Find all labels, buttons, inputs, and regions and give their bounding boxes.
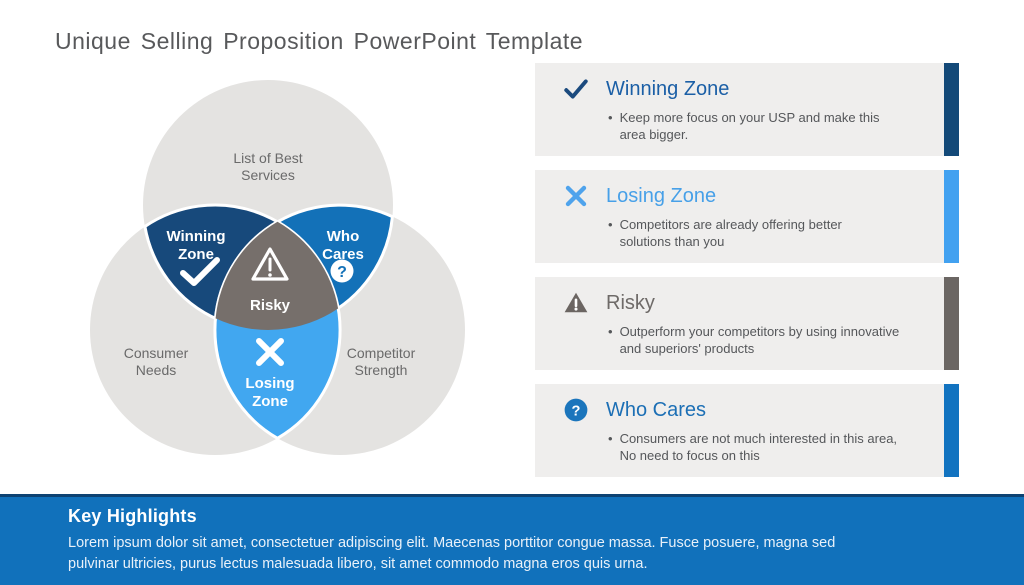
svg-text:?: ? [572,403,581,419]
question-icon: ? [330,259,354,283]
winning-zone-label-line2: Zone [178,246,214,263]
svg-text:?: ? [337,264,347,281]
key-highlights-body: Lorem ipsum dolor sit amet, consectetuer… [68,533,1024,575]
bullet-marker [608,430,620,464]
card-bullet: Consumers are not much interested in thi… [535,430,959,464]
accent-bar [944,63,959,156]
bullet-line: Keep more focus on your USP and make thi… [619,110,880,125]
label-list-of-best-services-line2: Services [241,167,295,183]
card-bullet: Keep more focus on your USP and make thi… [535,109,959,143]
bullet-line: and superiors' products [619,341,755,357]
slide-title: Unique Selling Proposition PowerPoint Te… [55,28,584,54]
usp-venn-diagram: List of Best Services Consumer Needs Com… [90,80,465,455]
key-highlights-title: Key Highlights [68,506,197,526]
losing-zone-label-line2: Zone [252,393,288,410]
bullet-line: area bigger. [619,127,689,143]
zone-cards: Winning Zone Keep more focus on your USP… [535,63,959,491]
card-title: Losing Zone [606,184,717,207]
body-line: pulvinar ultricies, purus lectus malesua… [68,556,648,573]
warning-icon [251,247,289,281]
check-icon [563,76,589,102]
bullet-line: No need to focus on this [619,448,760,464]
risky-zone-label: Risky [250,297,291,314]
winning-zone-label: Winning [166,228,225,245]
who-cares-zone-label-line2: Cares [322,246,364,263]
card-who-cares: ? Who Cares Consumers are not much inter… [535,384,959,477]
card-losing-zone: Losing Zone Competitors are already offe… [535,170,959,263]
bullet-marker [608,216,620,250]
losing-zone-label: Losing [245,375,294,392]
card-bullet: Competitors are already offering better … [535,216,959,250]
card-bullet: Outperform your competitors by using inn… [535,323,959,357]
warning-icon [563,290,589,316]
bullet-marker [608,109,620,143]
card-title: Who Cares [606,398,707,421]
key-highlights-band: Key Highlights Lorem ipsum dolor sit ame… [0,494,1024,585]
question-icon: ? [563,397,589,423]
who-cares-zone-label: Who [327,228,359,245]
risky-zone-shape [215,221,339,330]
label-competitor-strength-line2: Strength [355,362,408,378]
card-risky: Risky Outperform your competitors by usi… [535,277,959,370]
bullet-line: Competitors are already offering better [619,217,842,232]
accent-bar [944,384,959,477]
bullet-line: Consumers are not much interested in thi… [619,431,898,446]
bullet-line: Outperform your competitors by using inn… [619,324,900,339]
x-icon [256,338,284,366]
check-icon [180,257,220,286]
label-consumer-needs-line2: Needs [136,362,176,378]
accent-bar [944,170,959,263]
card-title: Risky [606,291,655,314]
accent-bar [944,277,959,370]
x-icon [563,183,589,209]
label-consumer-needs: Consumer [124,345,189,361]
card-winning-zone: Winning Zone Keep more focus on your USP… [535,63,959,156]
body-line: Lorem ipsum dolor sit amet, consectetuer… [68,535,836,551]
bullet-line: solutions than you [619,234,725,250]
label-competitor-strength: Competitor [347,345,416,361]
bullet-marker [608,323,620,357]
label-list-of-best-services: List of Best [233,150,302,166]
card-title: Winning Zone [606,77,730,100]
